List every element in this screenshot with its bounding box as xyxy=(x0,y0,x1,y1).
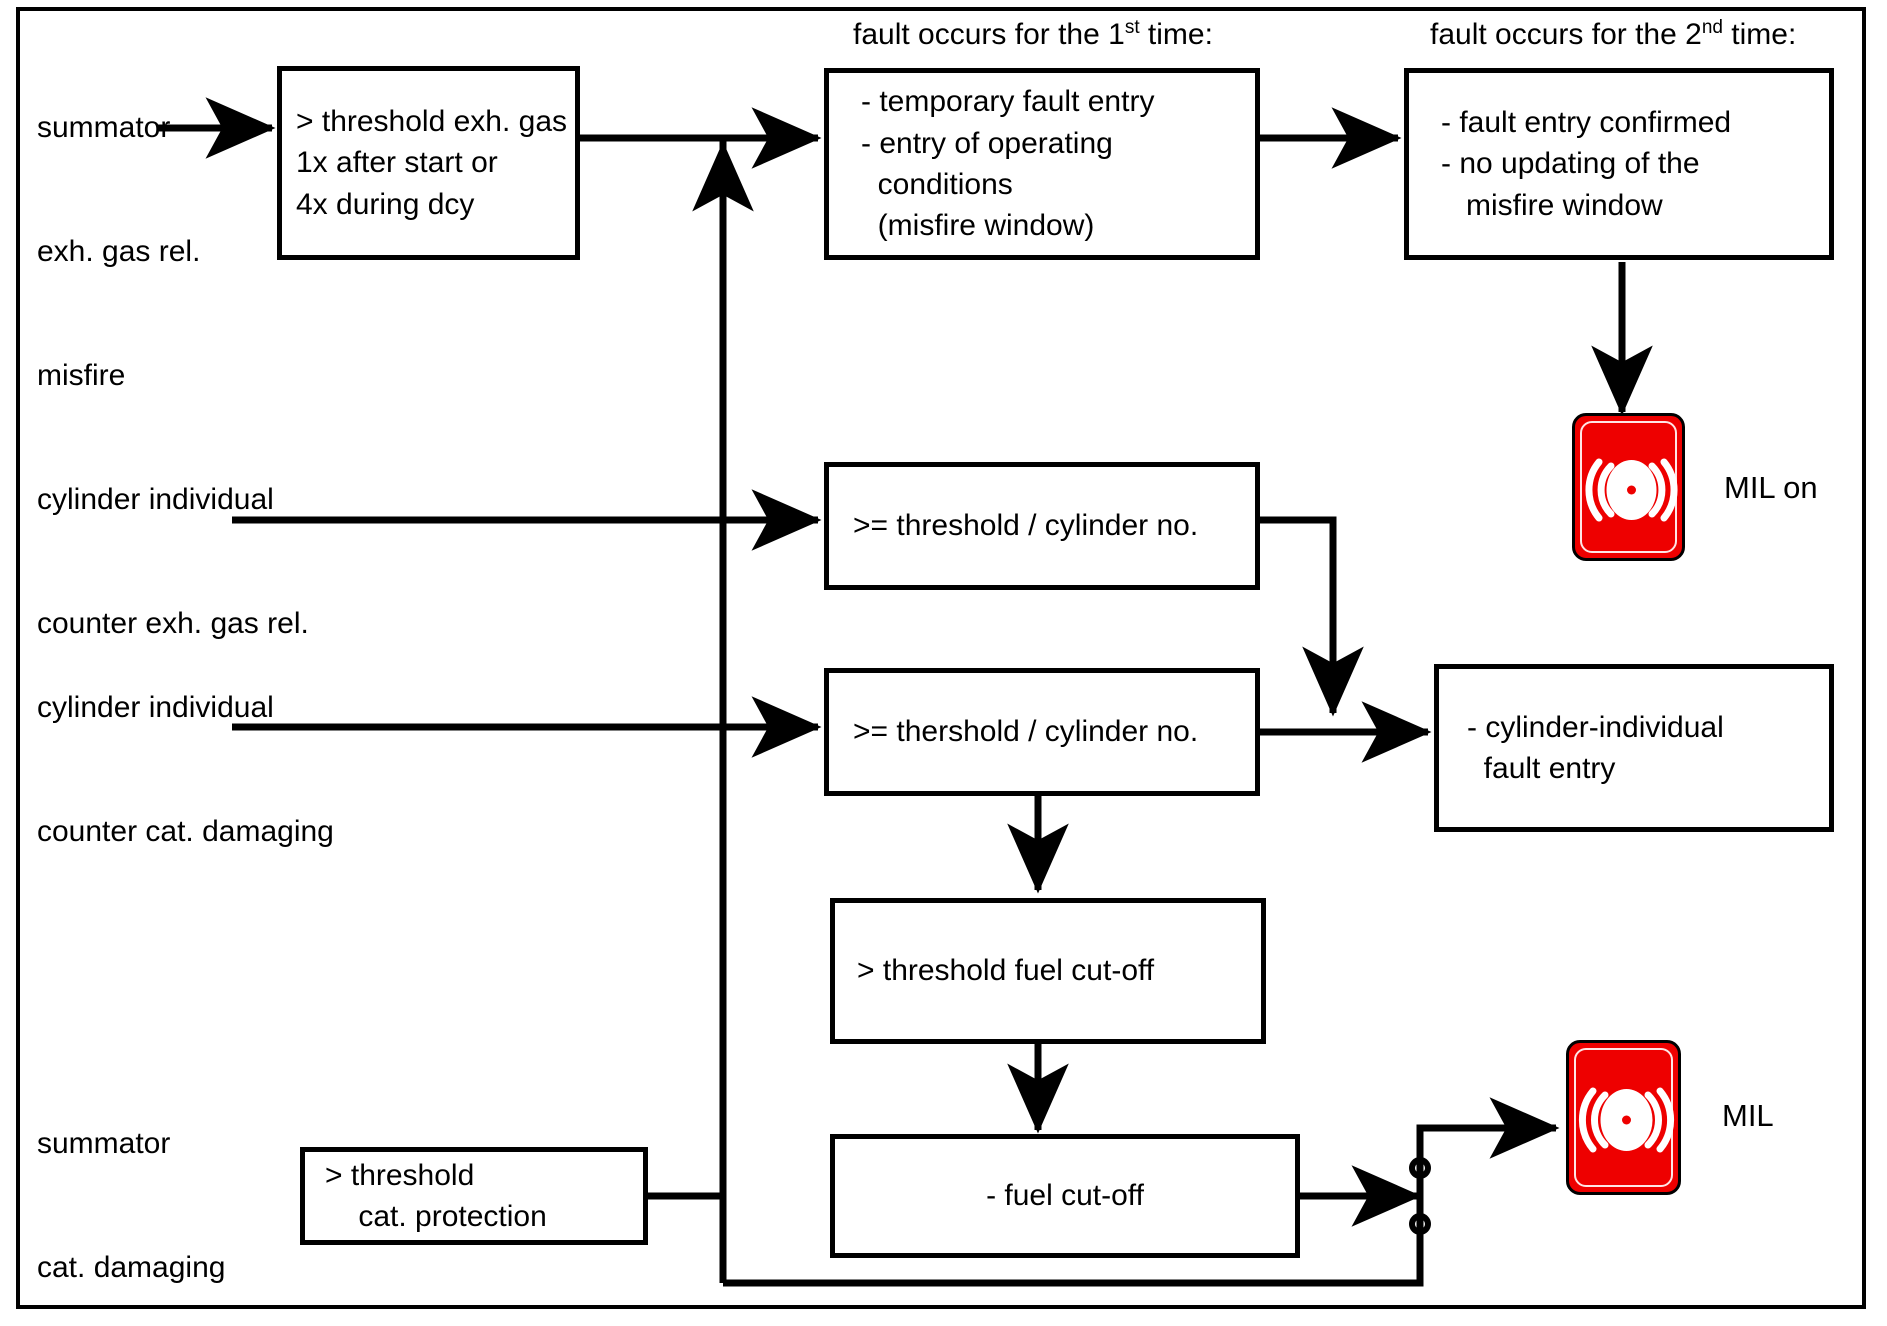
box-line: > threshold xyxy=(325,1158,475,1192)
junction-dot-lower xyxy=(1409,1213,1431,1235)
box-line: - entry of operating xyxy=(861,126,1113,160)
box-temporary-fault-entry[interactable]: - temporary fault entry - entry of opera… xyxy=(824,68,1260,260)
box-thershold-cylinder-no-cat[interactable]: >= thershold / cylinder no. xyxy=(824,668,1260,796)
input-label-cyl-ind-counter-exh: cylinder individual counter exh. gas rel… xyxy=(37,396,309,727)
caption-second-sup: nd xyxy=(1701,17,1723,38)
box-line: conditions xyxy=(861,168,1013,201)
caption-second-fault: fault occurs for the 2nd time: xyxy=(1430,18,1796,52)
box-line: - no updating of the xyxy=(1441,147,1700,181)
caption-first-fault: fault occurs for the 1st time: xyxy=(853,18,1213,52)
warning-lamp-glyph xyxy=(1585,458,1678,522)
box-line: - cylinder-individual xyxy=(1467,710,1724,744)
mil-on-lamp-icon xyxy=(1572,413,1685,561)
box-fuel-cut-off[interactable]: - fuel cut-off xyxy=(830,1134,1300,1258)
box-line: > threshold exh. gas xyxy=(296,104,568,138)
mil-on-label: MIL on xyxy=(1724,470,1818,505)
box-line: fault entry xyxy=(1467,752,1616,785)
caption-first-sup: st xyxy=(1124,17,1140,38)
input-label-line: summator xyxy=(37,1126,171,1160)
box-line: cat. protection xyxy=(325,1200,547,1233)
input-label-line: counter exh. gas rel. xyxy=(37,606,309,640)
diagram-border xyxy=(16,7,1866,1309)
box-threshold-cylinder-no-exh[interactable]: >= threshold / cylinder no. xyxy=(824,462,1260,590)
input-label-line: misfire xyxy=(37,359,126,393)
box-threshold-fuel-cut-off[interactable]: > threshold fuel cut-off xyxy=(830,898,1266,1044)
box-threshold-cat-protection[interactable]: > threshold cat. protection xyxy=(300,1147,648,1245)
box-cylinder-individual-fault-entry[interactable]: - cylinder-individual fault entry xyxy=(1434,664,1834,832)
input-label-summator-exh-gas: summator exh. gas rel. misfire xyxy=(37,24,200,479)
input-label-summator-cat-damaging: summator cat. damaging misfire fzkats xyxy=(37,1040,225,1326)
caption-second-pre: fault occurs for the 2 xyxy=(1430,18,1702,51)
wire-cyl-exh-down xyxy=(1258,516,1364,717)
caption-first-pre: fault occurs for the 1 xyxy=(853,18,1125,51)
input-label-line: exh. gas rel. xyxy=(37,234,201,268)
input-label-line: cylinder individual xyxy=(37,482,274,516)
box-line: 1x after start or xyxy=(296,146,498,180)
box-line: - fuel cut-off xyxy=(986,1179,1144,1213)
wire-mil-junction-up xyxy=(1416,1097,1560,1196)
box-line: - temporary fault entry xyxy=(861,85,1155,119)
box-fault-entry-confirmed[interactable]: - fault entry confirmed - no updating of… xyxy=(1404,68,1834,260)
input-label-line: counter cat. damaging xyxy=(37,814,334,848)
box-line: (misfire window) xyxy=(861,209,1095,243)
box-threshold-exh-gas[interactable]: > threshold exh. gas 1x after start or 4… xyxy=(277,66,580,260)
mil-lamp-icon xyxy=(1566,1040,1681,1195)
box-line: >= threshold / cylinder no. xyxy=(853,509,1199,543)
box-line: misfire window xyxy=(1441,188,1663,222)
caption-first-post: time: xyxy=(1139,18,1213,51)
box-line: 4x during dcy xyxy=(296,187,475,221)
input-label-line: cat. damaging xyxy=(37,1250,226,1284)
box-line: - fault entry confirmed xyxy=(1441,105,1732,139)
junction-dots xyxy=(1409,1157,1431,1235)
input-label-line: summator xyxy=(37,110,171,144)
caption-second-post: time: xyxy=(1722,18,1797,51)
warning-lamp-glyph xyxy=(1578,1087,1675,1153)
box-line: > threshold fuel cut-off xyxy=(857,954,1155,988)
input-label-line: cylinder individual xyxy=(37,690,274,724)
junction-dot-upper xyxy=(1409,1157,1431,1179)
box-line: >= thershold / cylinder no. xyxy=(853,715,1199,749)
mil-label: MIL xyxy=(1722,1098,1774,1133)
input-label-cyl-ind-counter-cat: cylinder individual counter cat. damagin… xyxy=(37,604,334,935)
